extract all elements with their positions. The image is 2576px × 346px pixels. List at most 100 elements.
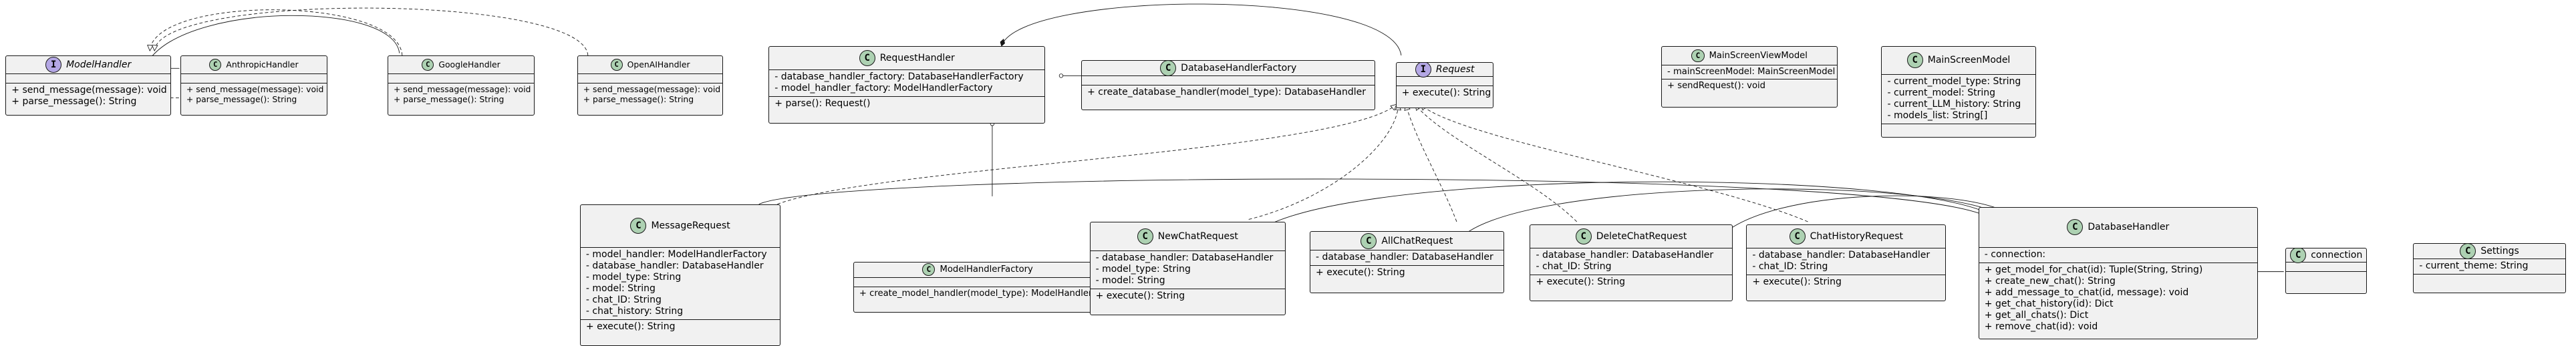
class-name-deletechatrequest: DeleteChatRequest xyxy=(1596,231,1687,242)
method-row: + create_database_handler(model_type): D… xyxy=(1087,86,1367,98)
class-badge-icon: C xyxy=(630,218,647,234)
class-newchatrequest[interactable]: C NewChatRequest - database_handler: Datab… xyxy=(1089,222,1286,315)
class-methods-databasehandler: + get_model_for_chat(id): Tuple(String, … xyxy=(1979,262,2257,335)
class-fields-modelhandler xyxy=(6,73,171,83)
edge-openai-realizes-modelhandler xyxy=(154,7,589,56)
field-row: - chat_ID: String xyxy=(585,294,662,305)
class-name-messagerequest: MessageRequest xyxy=(651,220,730,232)
class-fields-openaihandler xyxy=(577,73,723,83)
class-fields-connection xyxy=(2286,262,2367,271)
class-fields-request xyxy=(1396,75,1493,85)
method-row: + get_chat_history(id): Dict xyxy=(1984,298,2114,309)
class-fields-anthropichandler xyxy=(180,73,327,83)
class-name-googlehandler: GoogleHandler xyxy=(438,60,500,70)
field-row: - current_theme: String xyxy=(2419,260,2529,271)
field-row: - model: String xyxy=(1095,275,1165,286)
class-messagerequest[interactable]: C MessageRequest - model_handler: ModelHan… xyxy=(579,204,781,346)
field-row: - database_handler: DatabaseHandler xyxy=(1536,250,1714,261)
method-row: + execute(): String xyxy=(1752,277,1842,288)
class-header-anthropichandler: C AnthropicHandler xyxy=(181,56,327,73)
class-allchatrequest[interactable]: C AllChatRequest - database_handler: Datab… xyxy=(1310,231,1504,293)
class-fields-modelhandlerfactory xyxy=(853,277,1102,287)
class-fields-googlehandler xyxy=(388,73,535,83)
method-row: + parse_message(): String xyxy=(583,94,694,104)
method-row: + send_message(message): void xyxy=(11,85,167,96)
edge-allchat-realizes-request xyxy=(1406,104,1457,222)
class-name-settings: Settings xyxy=(2480,245,2519,256)
method-row: + add_message_to_chat(id, message): void xyxy=(1984,287,2189,298)
class-name-anthropichandler: AnthropicHandler xyxy=(226,60,299,70)
method-row: + parse_message(): String xyxy=(393,94,505,104)
class-anthropichandler[interactable]: C AnthropicHandler + send_message(message)… xyxy=(180,55,327,116)
class-fields-settings: - current_theme: String xyxy=(2414,258,2565,274)
class-name-newchatrequest: NewChatRequest xyxy=(1157,230,1238,242)
method-row: + sendRequest(): void xyxy=(1667,81,1766,92)
field-row: - database_handler: DatabaseHandler xyxy=(585,260,764,271)
class-methods-request: + execute(): String xyxy=(1396,85,1493,101)
class-header-allchatrequest: C AllChatRequest xyxy=(1310,232,1504,250)
class-header-newchatrequest: C NewChatRequest xyxy=(1091,222,1285,250)
field-row: - model_type: String xyxy=(1095,263,1191,275)
method-row: + send_message(message): void xyxy=(393,85,531,95)
field-row: - chat_history: String xyxy=(585,305,684,317)
class-name-requesthandler: RequestHandler xyxy=(879,53,955,64)
class-badge-icon: C xyxy=(1361,232,1377,249)
class-methods-messagerequest: + execute(): String xyxy=(580,319,780,335)
class-badge-icon: C xyxy=(1137,228,1153,244)
class-badge-icon: C xyxy=(1906,52,1923,69)
class-methods-googlehandler: + send_message(message): void+ parse_mes… xyxy=(388,83,535,106)
field-row: - database_handler: DatabaseHandler xyxy=(1752,250,1930,261)
field-row: - database_handler: DatabaseHandler xyxy=(1095,252,1274,263)
class-methods-requesthandler: + parse(): Request() xyxy=(769,96,1045,112)
class-badge-icon: C xyxy=(1575,228,1592,245)
class-name-modelhandler: ModelHandler xyxy=(66,59,132,71)
field-row: - database_handler: DatabaseHandler xyxy=(1316,252,1493,263)
class-methods-deletechatrequest: + execute(): String xyxy=(1530,275,1732,290)
class-badge-icon: C xyxy=(209,59,222,71)
edge-messagerequest-databasehandler xyxy=(758,178,1989,218)
edge-request-requesthandler xyxy=(1000,3,1402,56)
class-methods-openaihandler: + send_message(message): void+ parse_mes… xyxy=(577,83,723,106)
class-methods-anthropichandler: + send_message(message): void+ parse_mes… xyxy=(180,83,327,106)
edge-chathistory-realizes-request xyxy=(1421,104,1808,222)
method-row: + execute(): String xyxy=(1095,290,1185,301)
method-row: + remove_chat(id): void xyxy=(1984,321,2098,332)
class-methods-databasehandlerfactory: + create_database_handler(model_type): D… xyxy=(1082,84,1375,100)
class-fields-newchatrequest: - database_handler: DatabaseHandler- mod… xyxy=(1090,250,1286,289)
method-row: + create_new_chat(): String xyxy=(1984,275,2116,287)
method-row: + send_message(message): void xyxy=(186,85,324,95)
class-name-databasehandler: DatabaseHandler xyxy=(2088,222,2170,233)
field-row: - models_list: String[] xyxy=(1887,110,1988,121)
class-fields-messagerequest: - model_handler: ModelHandlerFactory- da… xyxy=(580,246,780,319)
class-fields-chathistoryrequest: - database_handler: DatabaseHandler- cha… xyxy=(1747,248,1946,275)
field-row: - database_handler_factory: DatabaseHand… xyxy=(774,71,1024,83)
class-fields-mainscreenviewmodel: - mainScreenModel: MainScreenModel xyxy=(1662,65,1838,79)
class-deletechatrequest[interactable]: C DeleteChatRequest - database_handler: Da… xyxy=(1530,224,1733,302)
class-name-databasehandlerfactory: DatabaseHandlerFactory xyxy=(1181,62,1297,73)
method-row: + create_model_handler(model_type): Mode… xyxy=(859,288,1093,299)
field-row: - connection: xyxy=(1984,248,2046,260)
class-name-allchatrequest: AllChatRequest xyxy=(1381,235,1453,246)
